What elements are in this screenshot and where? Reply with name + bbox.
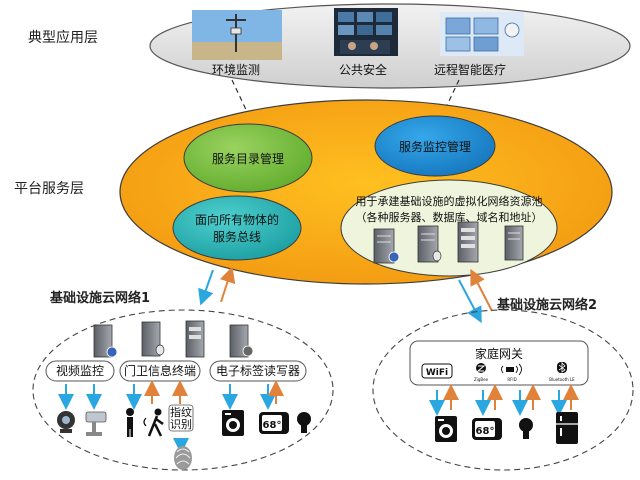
thermostat-value: 68° (263, 420, 282, 431)
cloud2-title: 基础设施云网络2 (496, 297, 597, 313)
wifi-icon: WiFi (421, 363, 453, 379)
fingerprint-label-line1: 指纹 (170, 405, 192, 419)
thermostat-icon: 68° (259, 412, 289, 434)
service-monitor-ellipse[interactable] (374, 115, 496, 177)
service-catalog-label: 服务目录管理 (212, 151, 284, 166)
cloud1-title: 基础设施云网络1 (49, 290, 150, 306)
connector-env-catalog (231, 79, 259, 136)
washing-machine-icon (222, 410, 244, 436)
server-icon (373, 228, 400, 264)
fingerprint-icon (174, 446, 192, 470)
thermostat-value-2: 68° (476, 426, 495, 437)
platform-layer-label: 平台服务层 (14, 181, 84, 197)
cloud2-device-arrows (429, 384, 579, 416)
rfid-icon: RFID (501, 363, 522, 382)
arrow-cloud1-to-platform (219, 266, 236, 303)
env-monitoring-label: 环境监测 (212, 62, 260, 77)
refrigerator-icon (556, 412, 578, 444)
rfid-logo-text: RFID (507, 377, 516, 382)
cloud1-door-server-icon (141, 321, 165, 357)
rfid-reader-label: 电子标签读写器 (216, 363, 300, 378)
home-gateway-label: 家庭网关 (475, 346, 523, 361)
cloud1-rfid-server-icon (185, 320, 205, 358)
service-monitor-label: 服务监控管理 (399, 139, 471, 154)
public-security-label: 公共安全 (339, 62, 387, 77)
cloud1-device-arrows (58, 380, 284, 410)
arrow-cloud2-to-platform (470, 268, 493, 312)
webcam-icon (57, 411, 75, 433)
domain-server-icon (504, 225, 524, 261)
wifi-logo-text: WiFi (426, 368, 448, 378)
cctv-camera-icon (85, 411, 107, 436)
person-icon (126, 408, 134, 437)
fingerprint-label-box (168, 404, 194, 432)
resource-pool-label-line1: 用于承建基础设施的虚拟化网络资源池 (356, 194, 543, 208)
resource-pool-label-line2: （各种服务器、数据库、域名和地址） (356, 210, 543, 224)
service-catalog-ellipse[interactable] (183, 123, 313, 193)
service-bus-label-line1: 面向所有物体的 (195, 212, 279, 227)
bluetooth-logo-text: Bluetooth LE (549, 377, 575, 382)
bluetooth-icon: Bluetooth LE (549, 362, 575, 382)
arrow-platform-to-cloud1 (198, 269, 214, 306)
service-bus-ellipse[interactable] (172, 195, 302, 261)
lightbulb-icon (519, 418, 533, 439)
cloud1-video-server-icon (93, 324, 118, 358)
cloud2-ellipse (372, 309, 634, 471)
video-monitoring-label: 视频监控 (56, 363, 104, 378)
thermostat-icon: 68° (472, 418, 502, 440)
public-security-image (334, 8, 398, 56)
zigbee-icon: ZigBee (474, 363, 489, 382)
rfid-reader-pill[interactable] (209, 360, 307, 382)
remote-medical-image (440, 12, 524, 56)
arrow-platform-to-cloud2 (458, 279, 482, 324)
walking-person-icon (143, 408, 164, 437)
door-terminal-label: 门卫信息终端 (124, 363, 196, 378)
washing-machine-icon (435, 416, 457, 442)
zigbee-logo-text: ZigBee (474, 377, 489, 382)
lightbulb-icon (297, 412, 311, 433)
env-monitoring-image (192, 10, 282, 60)
remote-medical-label: 远程智能医疗 (434, 62, 506, 77)
rack-server-icon (457, 221, 479, 263)
database-server-icon (417, 225, 442, 263)
application-layer-label: 典型应用层 (28, 29, 98, 46)
video-monitoring-pill[interactable] (45, 360, 115, 382)
fingerprint-label-line2: 识别 (170, 418, 192, 431)
door-terminal-pill[interactable] (119, 360, 201, 382)
service-bus-label-line2: 服务总线 (213, 229, 261, 244)
cloud1-tag-server-icon (229, 324, 254, 358)
